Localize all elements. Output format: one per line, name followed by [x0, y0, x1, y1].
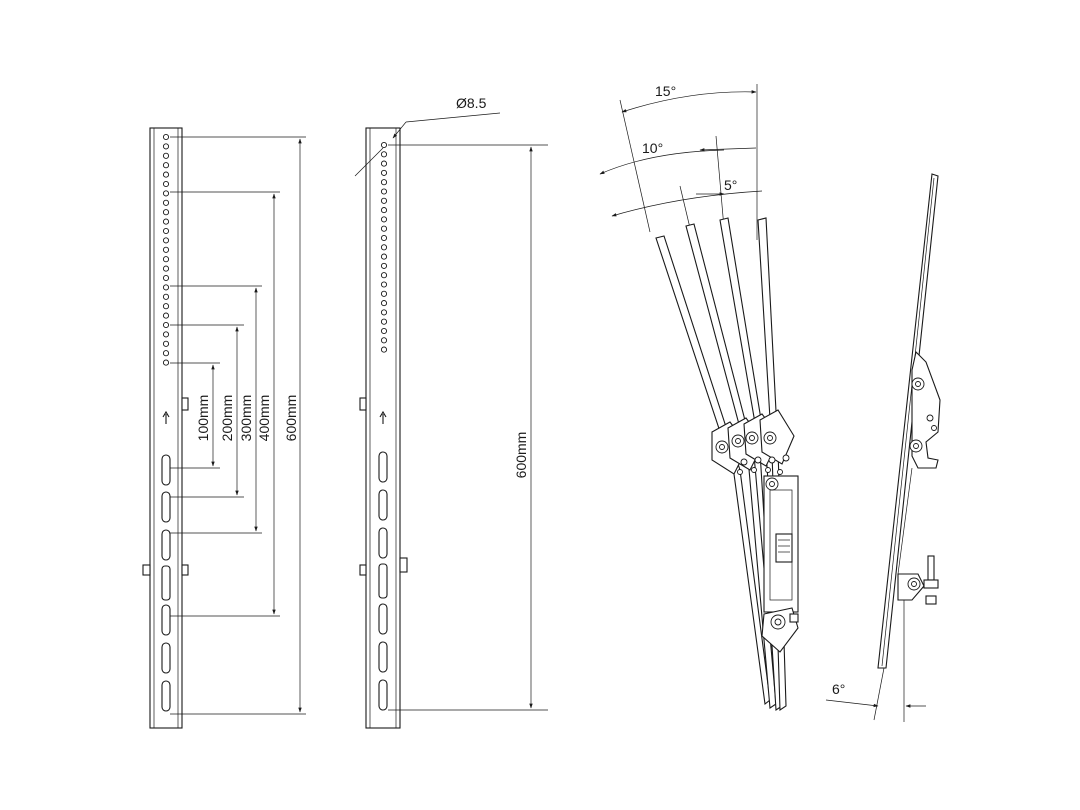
- mounting-hole: [162, 340, 170, 347]
- mounting-hole: [380, 179, 388, 186]
- left-slots: [161, 454, 171, 712]
- mounting-hole: [380, 346, 388, 353]
- mounting-hole: [162, 256, 170, 263]
- tilt-hinges: [711, 409, 795, 475]
- mounting-hole: [380, 327, 388, 335]
- mounting-hole: [380, 197, 388, 204]
- mounting-hole: [380, 234, 388, 242]
- mounting-hole: [380, 188, 388, 195]
- dim-400mm-label: 400mm: [256, 395, 272, 442]
- mounting-hole: [162, 265, 170, 272]
- left-hole-column: [162, 133, 170, 366]
- mounting-hole: [380, 253, 388, 260]
- side-view: 6°: [825, 173, 941, 722]
- mounting-hole: [380, 318, 388, 325]
- side-panel: [877, 173, 939, 669]
- mounting-hole: [380, 272, 388, 279]
- mounting-hole: [162, 209, 170, 216]
- mounting-hole: [380, 337, 388, 344]
- mounting-hole: [162, 171, 170, 178]
- tilt-15-label: 15°: [655, 83, 676, 99]
- mounting-hole: [380, 160, 388, 167]
- tilt-10-label: 10°: [642, 140, 663, 156]
- left-bracket-rail: [149, 127, 183, 729]
- tilt-bottom-hinge: [761, 607, 799, 653]
- mounting-hole: [162, 350, 170, 357]
- middle-slots: [378, 451, 388, 711]
- mounting-hole: [380, 169, 388, 176]
- mounting-hole: [162, 162, 170, 169]
- mounting-hole: [162, 331, 170, 338]
- mounting-hole: [162, 246, 170, 253]
- mounting-hole: [162, 199, 170, 206]
- dim-300mm-label: 300mm: [238, 395, 254, 442]
- mounting-hole: [162, 190, 170, 197]
- mounting-hole: [380, 290, 388, 297]
- middle-height-label: 600mm: [513, 432, 529, 479]
- mounting-hole: [162, 227, 170, 235]
- mounting-hole: [162, 284, 170, 291]
- mounting-hole: [380, 141, 388, 149]
- mounting-hole: [380, 309, 388, 316]
- mounting-hole: [380, 216, 388, 223]
- mounting-hole: [380, 225, 388, 232]
- tilt-view: 15° 10° 5°: [599, 83, 799, 712]
- mounting-hole: [162, 274, 170, 282]
- middle-up-arrow-icon: [379, 410, 387, 424]
- mounting-hole: [380, 300, 388, 307]
- dim-100mm-label: 100mm: [195, 395, 211, 442]
- mounting-hole: [162, 180, 170, 188]
- mounting-hole: [162, 293, 170, 300]
- mounting-hole: [380, 151, 388, 158]
- middle-hole-column: [380, 141, 388, 353]
- left-up-arrow-icon: [162, 410, 170, 424]
- mounting-hole: [162, 152, 170, 159]
- dim-200mm-label: 200mm: [219, 395, 235, 442]
- mounting-hole: [162, 321, 170, 329]
- hole-diameter-label: Ø8.5: [456, 95, 487, 111]
- tilt-5-label: 5°: [724, 177, 737, 193]
- left-bracket-view: 100mm 200mm 300mm 400mm 600mm: [142, 127, 306, 729]
- mounting-hole: [380, 262, 388, 269]
- mounting-hole: [380, 244, 388, 251]
- dim-600mm-label: 600mm: [283, 395, 299, 442]
- mounting-hole: [380, 207, 388, 214]
- mounting-hole: [162, 303, 170, 310]
- middle-bracket-view: Ø8.5 600mm: [354, 95, 548, 729]
- mounting-hole: [380, 281, 388, 288]
- mounting-hole: [162, 133, 170, 141]
- mounting-hole: [162, 143, 170, 150]
- mounting-hole: [162, 218, 170, 225]
- tilt-wall-plate: [763, 475, 799, 613]
- mounting-hole: [162, 359, 170, 366]
- mounting-hole: [162, 237, 170, 244]
- side-bracket: [897, 350, 941, 605]
- mounting-hole: [162, 312, 170, 319]
- side-angle-6-label: 6°: [832, 681, 845, 697]
